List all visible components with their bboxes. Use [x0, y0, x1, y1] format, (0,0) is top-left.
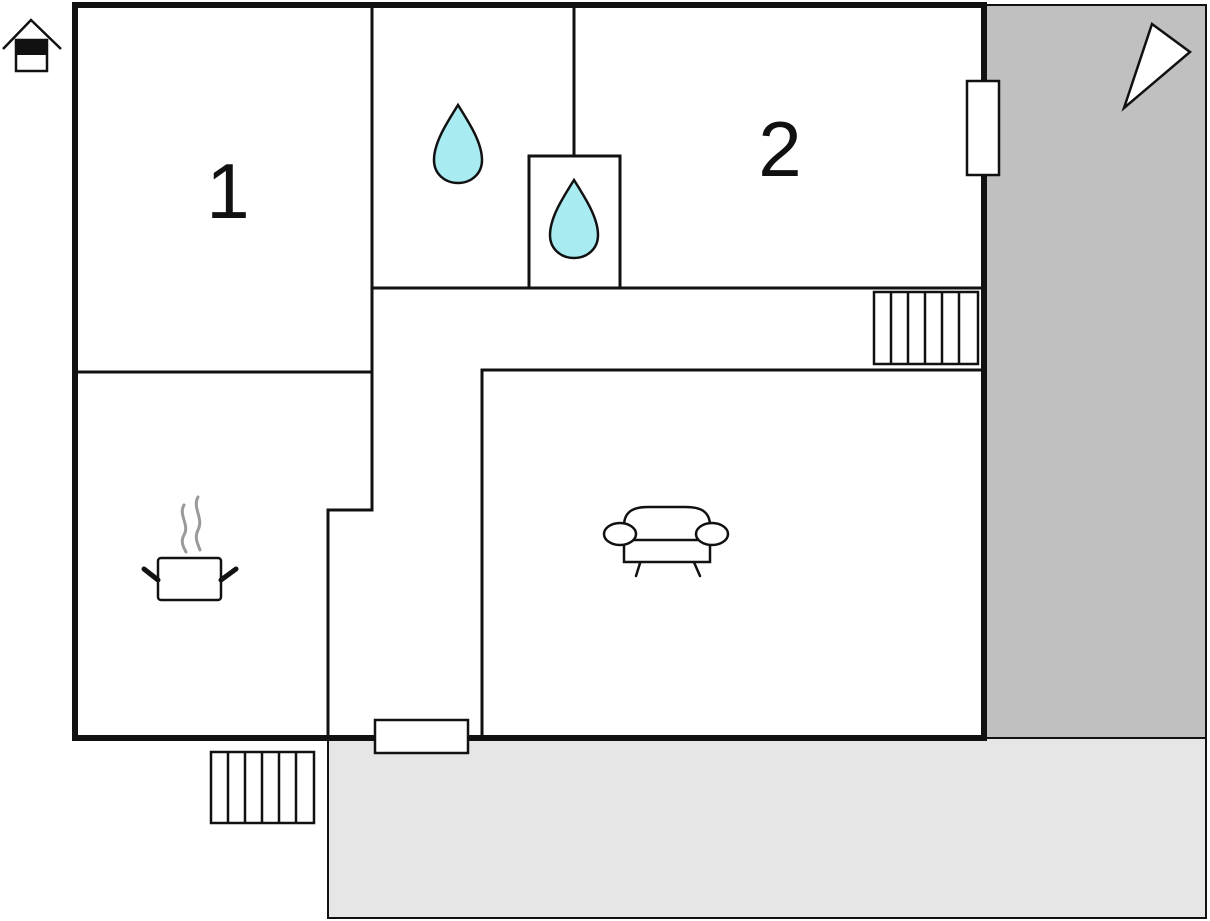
cooking-pot-icon: [141, 495, 239, 602]
sofa-icon: [602, 505, 730, 578]
water-drop-icon: [432, 102, 484, 185]
stairs-icon: [872, 290, 980, 366]
room-label-1: 1: [206, 147, 249, 235]
window-icon: [965, 79, 1001, 177]
terrace-side: [983, 4, 1207, 739]
stairs-icon: [209, 750, 316, 825]
water-drop-icon: [548, 177, 600, 260]
terrace-front: [327, 737, 1207, 919]
house-entrance-icon: [2, 18, 62, 73]
interior-walls: [75, 5, 984, 738]
room-label-2: 2: [758, 105, 801, 193]
north-arrow-icon: [1121, 21, 1193, 112]
window-icon: [373, 718, 470, 755]
